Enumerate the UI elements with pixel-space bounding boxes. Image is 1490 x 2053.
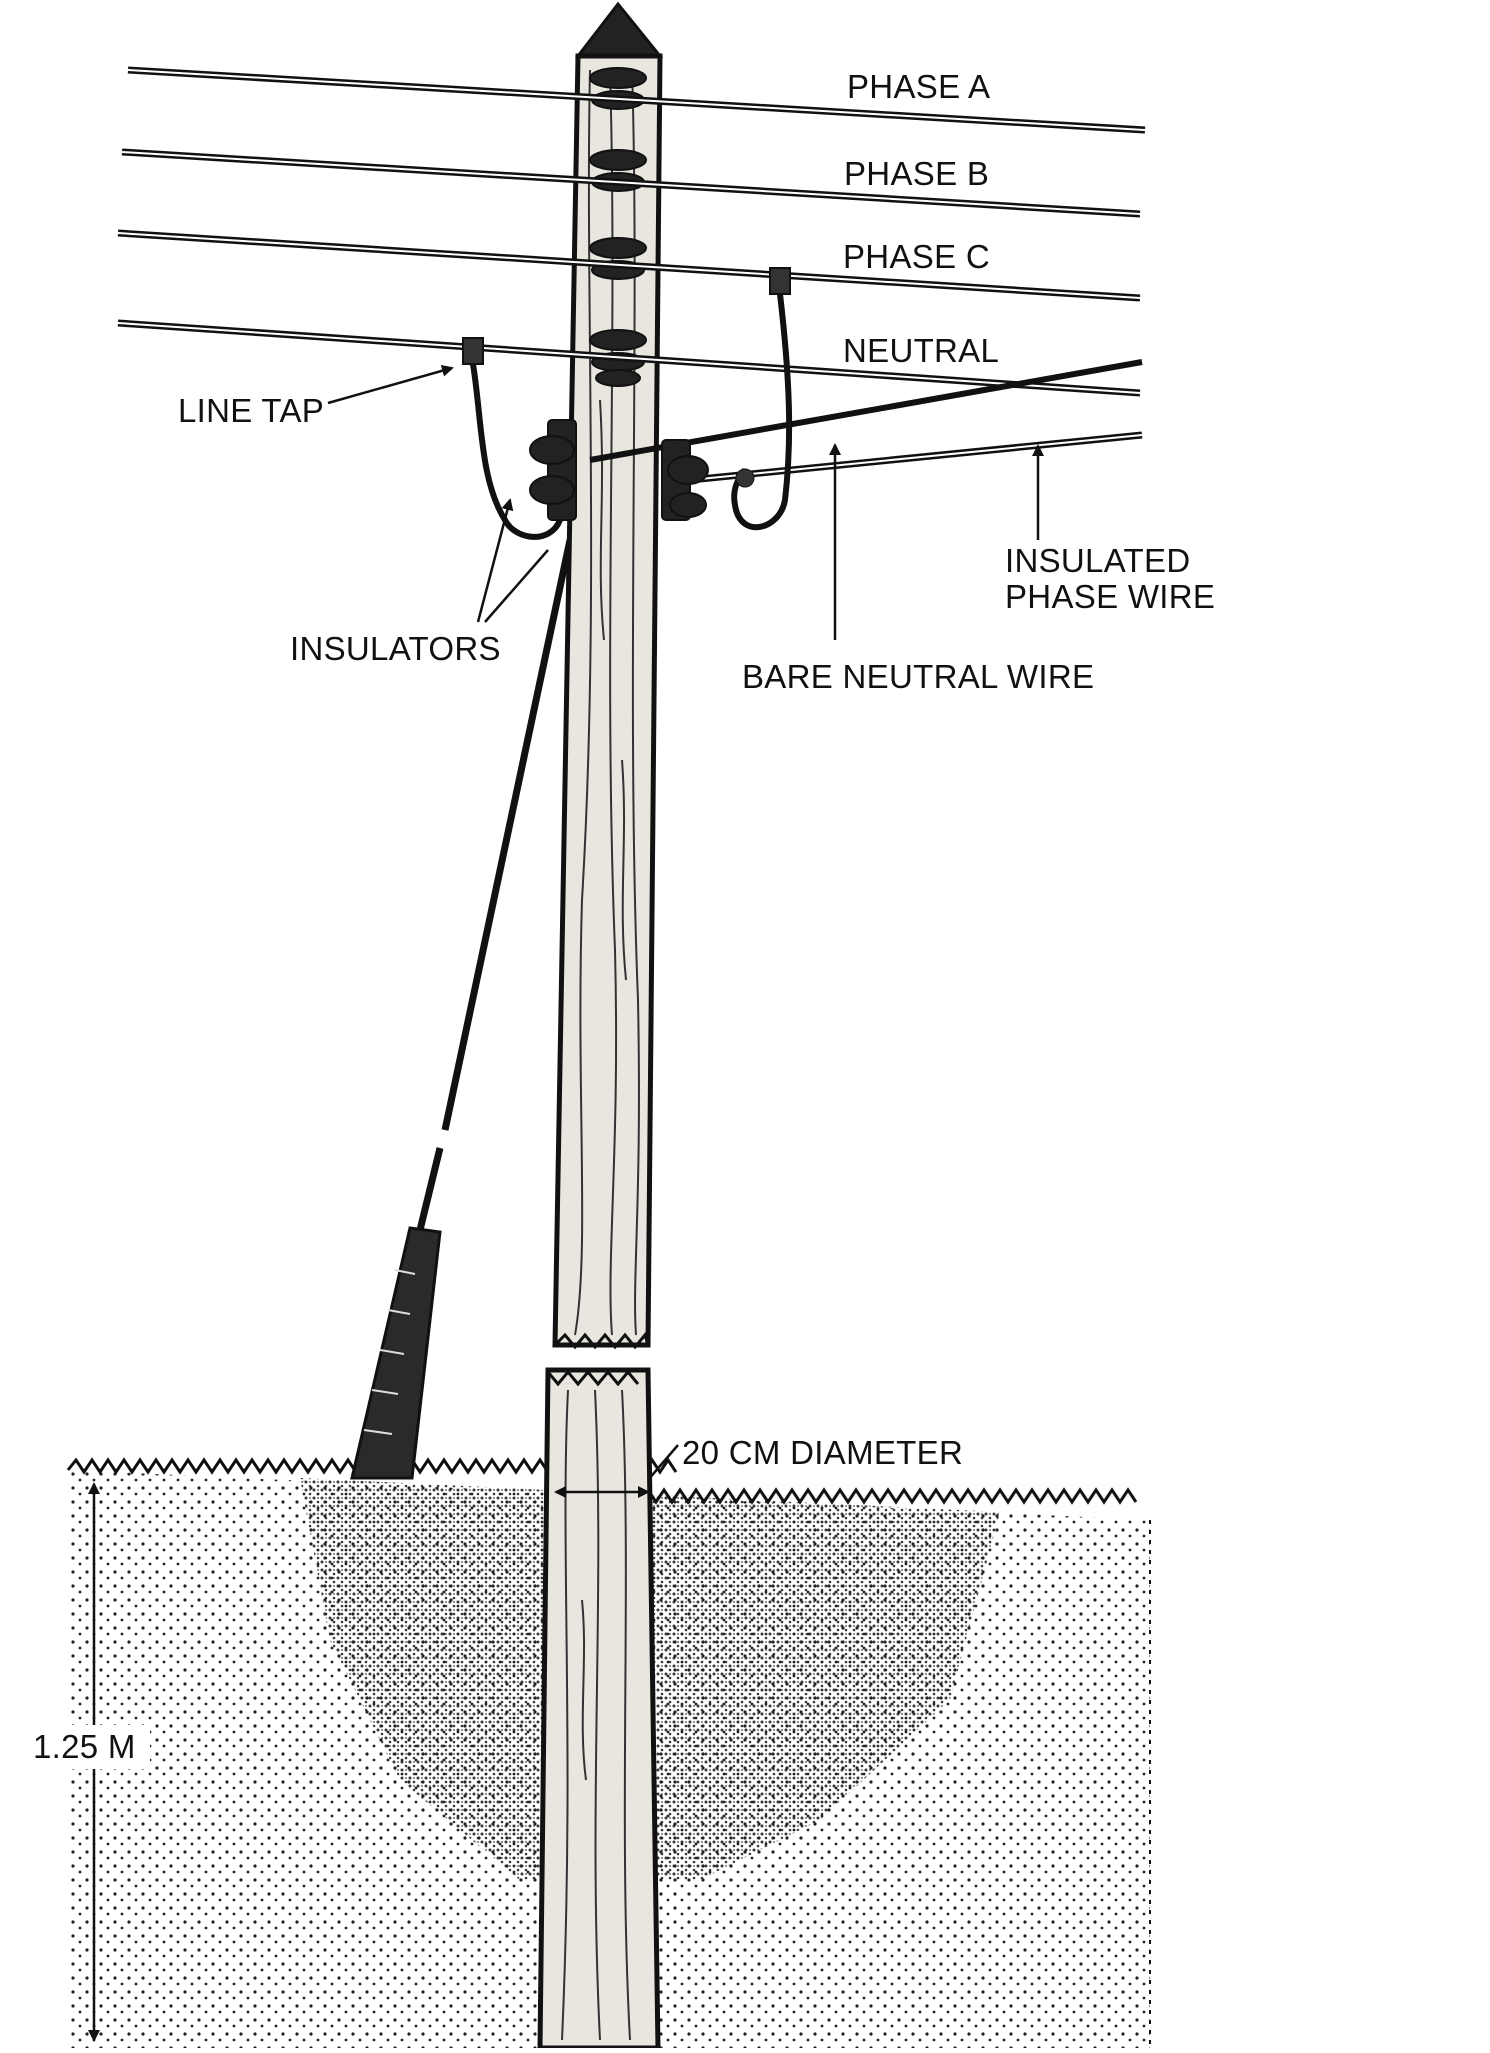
label-phase-a: PHASE A xyxy=(847,68,990,105)
pole-grain-upper xyxy=(574,69,640,1336)
phase-b-conductor xyxy=(121,148,1141,218)
pole-lower xyxy=(537,1367,661,2051)
insulators-arrow-2 xyxy=(484,549,549,623)
line-tap-arrow xyxy=(327,364,454,405)
phase-c-conductor xyxy=(117,229,1141,302)
label-depth: 1.25 M xyxy=(33,1728,136,1765)
pole-torn-bottom xyxy=(553,1331,650,1350)
label-insulators: INSULATORS xyxy=(290,630,501,667)
conductors xyxy=(117,66,1146,484)
leader-lines xyxy=(88,364,1044,2042)
guy-wire-lower xyxy=(416,1147,444,1231)
label-insulated-phase-wire-2: PHASE WIRE xyxy=(1005,578,1215,615)
insulator-right-small xyxy=(735,468,755,488)
secondary-insulators xyxy=(529,419,709,521)
pole-cap xyxy=(574,1,664,58)
line-tap-right xyxy=(769,267,791,295)
label-insulated-phase-wire-1: INSULATED xyxy=(1005,542,1190,579)
phase-a-conductor xyxy=(127,66,1146,134)
guy-guard-hatch xyxy=(363,1269,416,1435)
pole-upper xyxy=(552,1,664,1350)
label-bare-neutral-wire: BARE NEUTRAL WIRE xyxy=(742,658,1094,695)
pole-body-lower xyxy=(537,1367,661,2051)
label-neutral: NEUTRAL xyxy=(843,332,999,369)
guy-wire-upper xyxy=(441,539,574,1131)
labels: PHASE A PHASE B PHASE C NEUTRAL LINE TAP… xyxy=(30,68,1215,1769)
label-line-tap: LINE TAP xyxy=(178,392,324,429)
label-depth-group: 1.25 M xyxy=(30,1725,150,1769)
tap-drop-right xyxy=(731,293,793,531)
tap-drop-left xyxy=(470,363,563,540)
pole-torn-top xyxy=(546,1369,640,1387)
label-diameter: 20 CM DIAMETER xyxy=(682,1434,963,1471)
line-tap-left xyxy=(462,337,484,365)
insulators-arrow-1 xyxy=(476,498,514,623)
label-phase-b: PHASE B xyxy=(844,155,989,192)
grass-edge-right xyxy=(638,1487,1138,1505)
neutral-conductor xyxy=(117,319,1141,397)
diameter-leader xyxy=(647,1444,679,1481)
pole-grain-lower xyxy=(561,1389,631,2041)
label-phase-c: PHASE C xyxy=(843,238,990,275)
line-taps xyxy=(462,267,793,540)
insulated-phase-wire xyxy=(689,431,1143,484)
guy-wire-assembly xyxy=(350,539,574,1480)
